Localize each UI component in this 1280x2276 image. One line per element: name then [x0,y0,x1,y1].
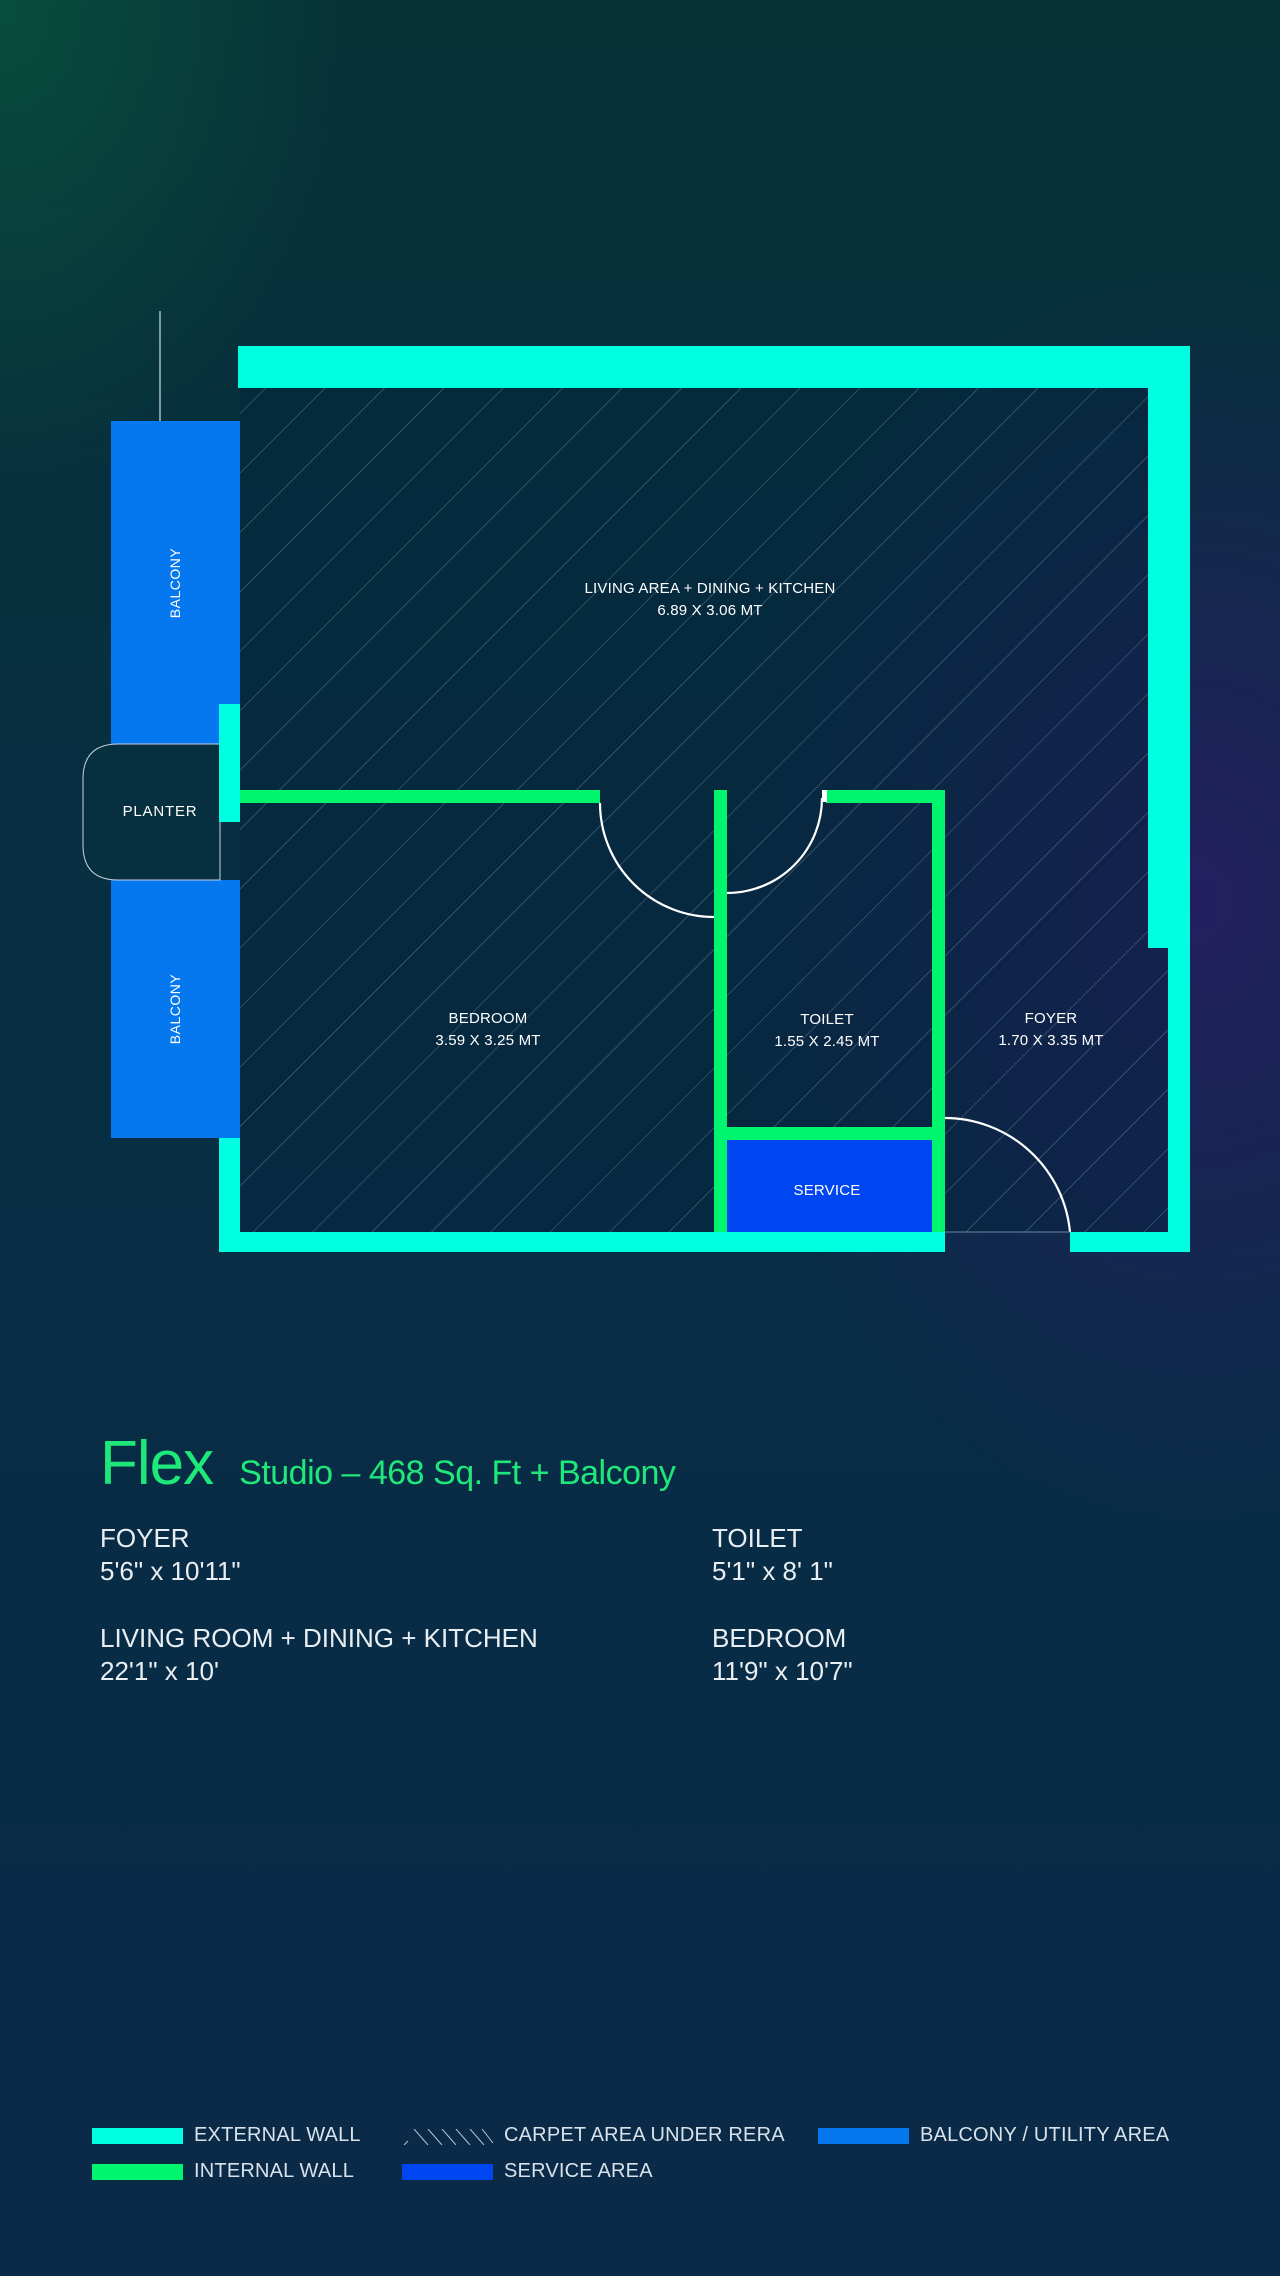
room-label-toilet: TOILET 1.55 X 2.45 MT [774,1009,879,1053]
unit-title: Flex Studio – 468 Sq. Ft + Balcony [100,1428,676,1499]
legend-label: INTERNAL WALL [194,2160,355,2182]
room-size: 1.70 X 3.35 MT [998,1032,1104,1049]
room-label-bedroom: BEDROOM 3.59 X 3.25 MT [435,1008,540,1052]
balcony-bottom-label: BALCONY [167,973,183,1045]
legend-balcony-utility: BALCONY / UTILITY AREA [818,2124,1169,2147]
planter [82,743,221,881]
legend: EXTERNAL WALL INTERNAL WALL CARPET AREA … [92,2124,1212,2224]
service-area-swatch [402,2163,493,2180]
external-wall-swatch [92,2127,183,2144]
internal-wall-swatch [92,2163,183,2180]
hatch-swatch-icon [402,2128,494,2145]
dimension-size: 5'1" x 8' 1" [712,1556,833,1586]
planter-label: PLANTER [122,803,198,820]
room-size: 1.55 X 2.45 MT [774,1033,880,1050]
door-swings [598,797,1072,1233]
legend-carpet-area: CARPET AREA UNDER RERA [402,2124,785,2147]
balcony-bottom [111,880,240,1138]
room-name: TOILET [800,1011,854,1028]
dimension-size: 11'9" x 10'7" [712,1656,853,1686]
dimension-bedroom: BEDROOM 11'9" x 10'7" [712,1622,853,1688]
floor-plan: LIVING AREA + DINING + KITCHEN 6.89 X 3.… [82,311,1190,1252]
room-size: 6.89 X 3.06 MT [657,602,763,619]
floor-plan-drawing [82,311,1190,1252]
external-walls [219,346,1190,1252]
dimension-room: FOYER [100,1523,190,1553]
dimension-size: 22'1" x 10' [100,1656,219,1686]
room-name: BEDROOM [448,1010,528,1027]
brand-name: Flex [100,1429,214,1498]
dimension-toilet: TOILET 5'1" x 8' 1" [712,1522,833,1588]
service-area [727,1140,932,1232]
room-label-living: LIVING AREA + DINING + KITCHEN 6.89 X 3.… [584,578,835,622]
legend-service-area: SERVICE AREA [402,2160,653,2183]
toilet-door-swing [726,797,824,895]
unit-subtitle: Studio – 468 Sq. Ft + Balcony [239,1454,676,1492]
room-name: LIVING AREA + DINING + KITCHEN [584,580,836,597]
balcony-top-label: BALCONY [167,547,183,619]
room-name: FOYER [1024,1010,1078,1027]
dimension-size: 5'6" x 10'11" [100,1556,241,1586]
balcony-top [111,421,240,744]
legend-internal-wall: INTERNAL WALL [92,2160,354,2183]
room-label-service: SERVICE [794,1180,861,1202]
room-name: SERVICE [793,1182,861,1199]
dimension-room: BEDROOM [712,1623,847,1653]
legend-label: BALCONY / UTILITY AREA [920,2124,1170,2146]
legend-external-wall: EXTERNAL WALL [92,2124,361,2147]
legend-label: CARPET AREA UNDER RERA [504,2124,785,2146]
legend-label: SERVICE AREA [504,2160,653,2182]
room-label-foyer: FOYER 1.70 X 3.35 MT [998,1008,1103,1052]
dimension-room: LIVING ROOM + DINING + KITCHEN [100,1623,538,1653]
balcony-swatch [818,2127,909,2144]
foyer-door-swing [944,1116,1072,1233]
legend-label: EXTERNAL WALL [194,2124,361,2146]
dimension-living: LIVING ROOM + DINING + KITCHEN 22'1" x 1… [100,1622,538,1688]
carpet-area-hatch [240,388,1168,1232]
room-size: 3.59 X 3.25 MT [435,1032,541,1049]
dimension-room: TOILET [712,1523,803,1553]
dimension-foyer: FOYER 5'6" x 10'11" [100,1522,241,1588]
internal-walls [240,790,945,1232]
bedroom-door-swing [598,802,715,919]
